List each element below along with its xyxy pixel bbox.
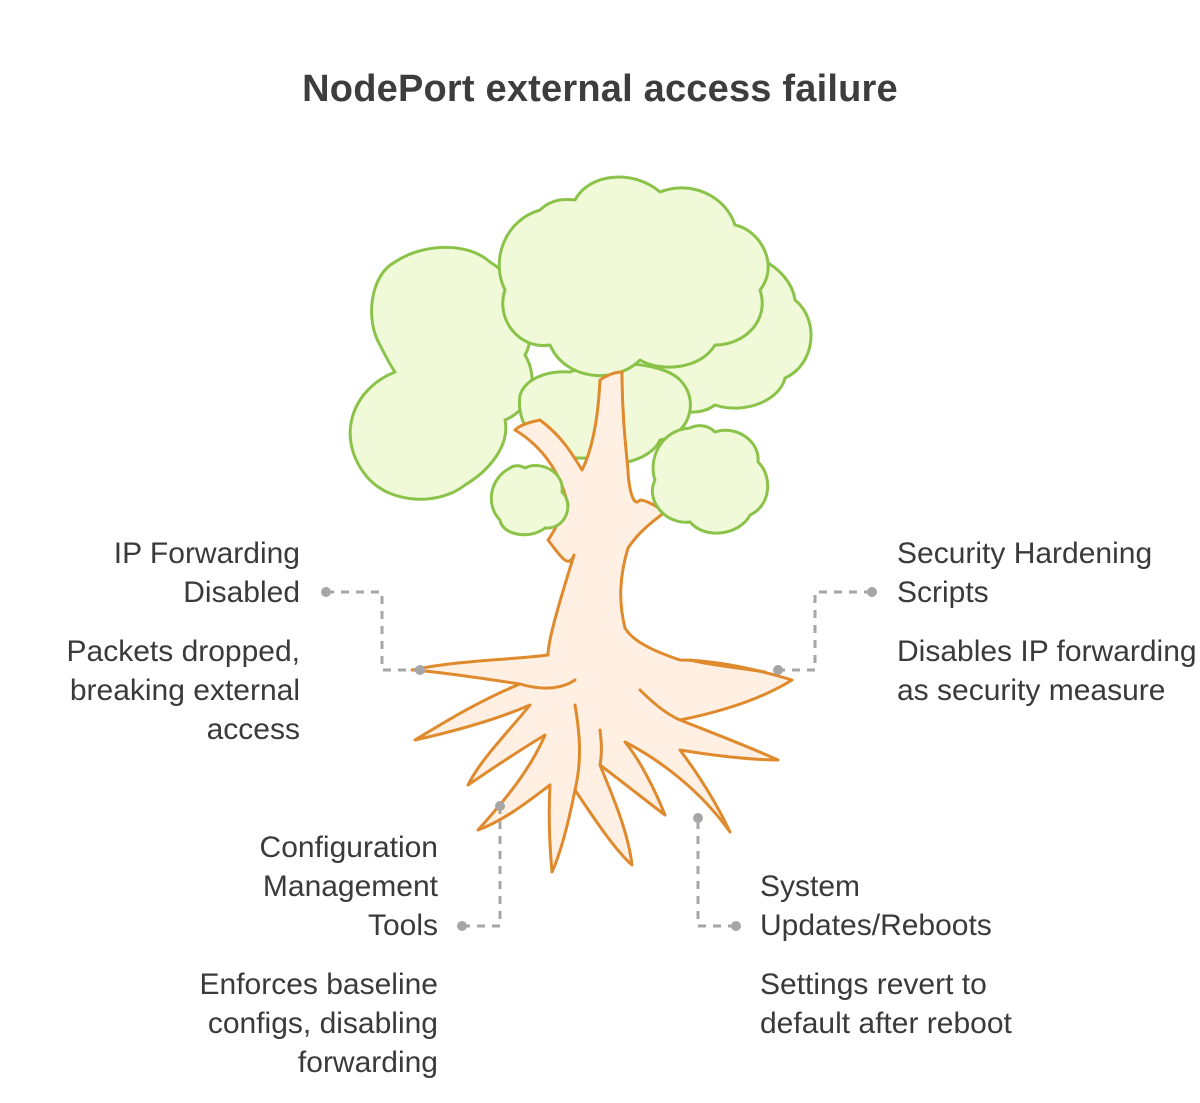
- cause-heading: IP Forwarding Disabled: [113, 537, 300, 609]
- dot-updates-root: [693, 813, 703, 823]
- cause-heading: Security Hardening Scripts: [897, 537, 1153, 609]
- cause-system-updates: System Updates/Reboots Settings revert t…: [760, 867, 1090, 1043]
- cause-heading: System Updates/Reboots: [760, 870, 992, 942]
- cause-description: Packets dropped, breaking external acces…: [66, 635, 300, 746]
- tree-canopy: [348, 175, 813, 501]
- cause-config-mgmt: Configuration Management Tools Enforces …: [60, 828, 438, 1082]
- cause-description: Settings revert to default after reboot: [760, 968, 1012, 1040]
- cause-heading: Configuration Management Tools: [259, 831, 438, 942]
- connector-dots: [321, 587, 877, 931]
- connector-system-updates: [696, 818, 736, 928]
- connector-security-scripts: [778, 590, 872, 672]
- dot-ip-forwarding-root: [415, 665, 425, 675]
- tree-trunk-roots: [410, 370, 794, 874]
- dot-security-root: [773, 665, 783, 675]
- dot-ip-forwarding-label: [321, 587, 331, 597]
- cause-description: Enforces baseline configs, disabling for…: [199, 968, 438, 1079]
- dot-config-label: [457, 921, 467, 931]
- cause-description: Disables IP forwarding as security measu…: [897, 635, 1197, 707]
- tree-canopy-front: [489, 424, 770, 537]
- dot-config-root: [495, 801, 505, 811]
- dot-updates-label: [731, 921, 741, 931]
- connector-ip-forwarding: [326, 590, 420, 672]
- dot-security-label: [867, 587, 877, 597]
- cause-ip-forwarding: IP Forwarding Disabled Packets dropped, …: [0, 534, 300, 749]
- diagram-title: NodePort external access failure: [302, 68, 898, 110]
- connector-config-mgmt: [462, 806, 502, 928]
- connectors: [326, 590, 872, 928]
- cause-security-scripts: Security Hardening Scripts Disables IP f…: [897, 534, 1197, 710]
